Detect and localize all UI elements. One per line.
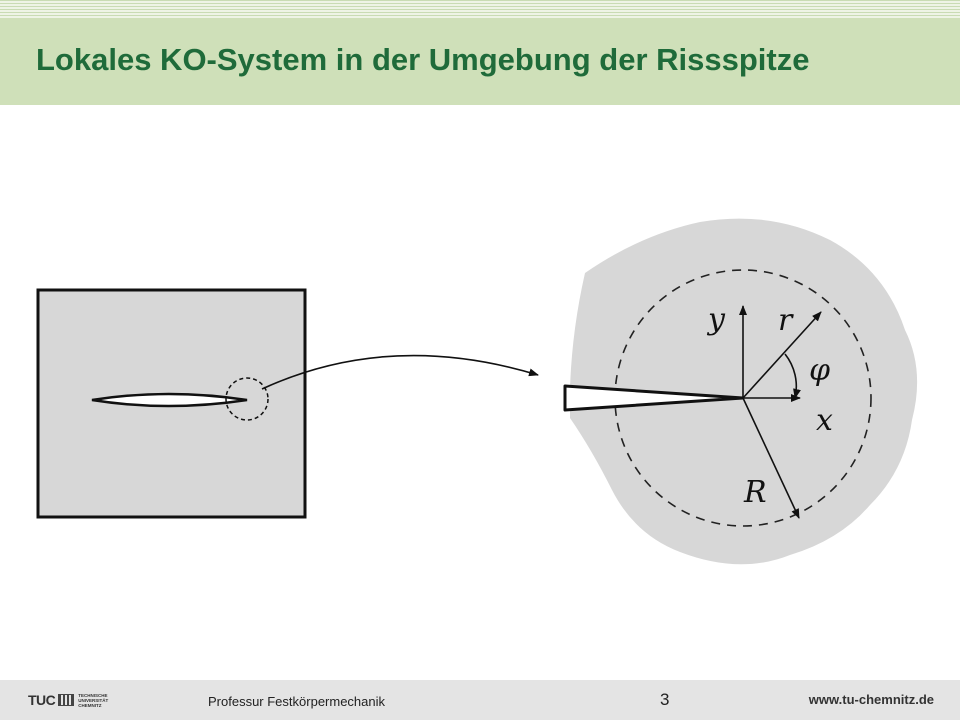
phi-angle-label: φ xyxy=(809,353,830,388)
logo-building-icon xyxy=(58,694,75,706)
footer-band: TUC TECHNISCHE UNIVERSITÄT CHEMNITZ Prof… xyxy=(0,680,960,720)
logo-wordmark: TUC xyxy=(28,692,56,708)
r-vector-arrow xyxy=(742,311,822,399)
magnification-arrow xyxy=(261,354,539,390)
website-link[interactable]: www.tu-chemnitz.de xyxy=(808,692,934,707)
phi-angle-arc xyxy=(784,353,801,399)
crack-faces xyxy=(563,384,745,412)
region-radius-label: R xyxy=(743,475,767,510)
header-stripes xyxy=(0,0,960,18)
r-vector-label: r xyxy=(778,303,794,338)
slide-title: Lokales KO-System in der Umgebung der Ri… xyxy=(36,42,810,77)
page-number: 3 xyxy=(660,690,670,709)
crack-shape xyxy=(91,392,248,408)
university-logo: TUC TECHNISCHE UNIVERSITÄT CHEMNITZ xyxy=(28,691,108,709)
x-axis-label: x xyxy=(816,403,833,438)
logo-text: TECHNISCHE UNIVERSITÄT CHEMNITZ xyxy=(78,692,109,708)
radius-R-arrow xyxy=(742,397,800,519)
header-band xyxy=(0,18,960,105)
footer-chair-label: Professur Festkörpermechanik xyxy=(208,694,386,709)
crack-tip-coordinate-diagram: y r φ x R xyxy=(36,218,918,565)
y-axis-label: y xyxy=(706,302,726,337)
crack-tip-detail-circle xyxy=(225,377,269,421)
